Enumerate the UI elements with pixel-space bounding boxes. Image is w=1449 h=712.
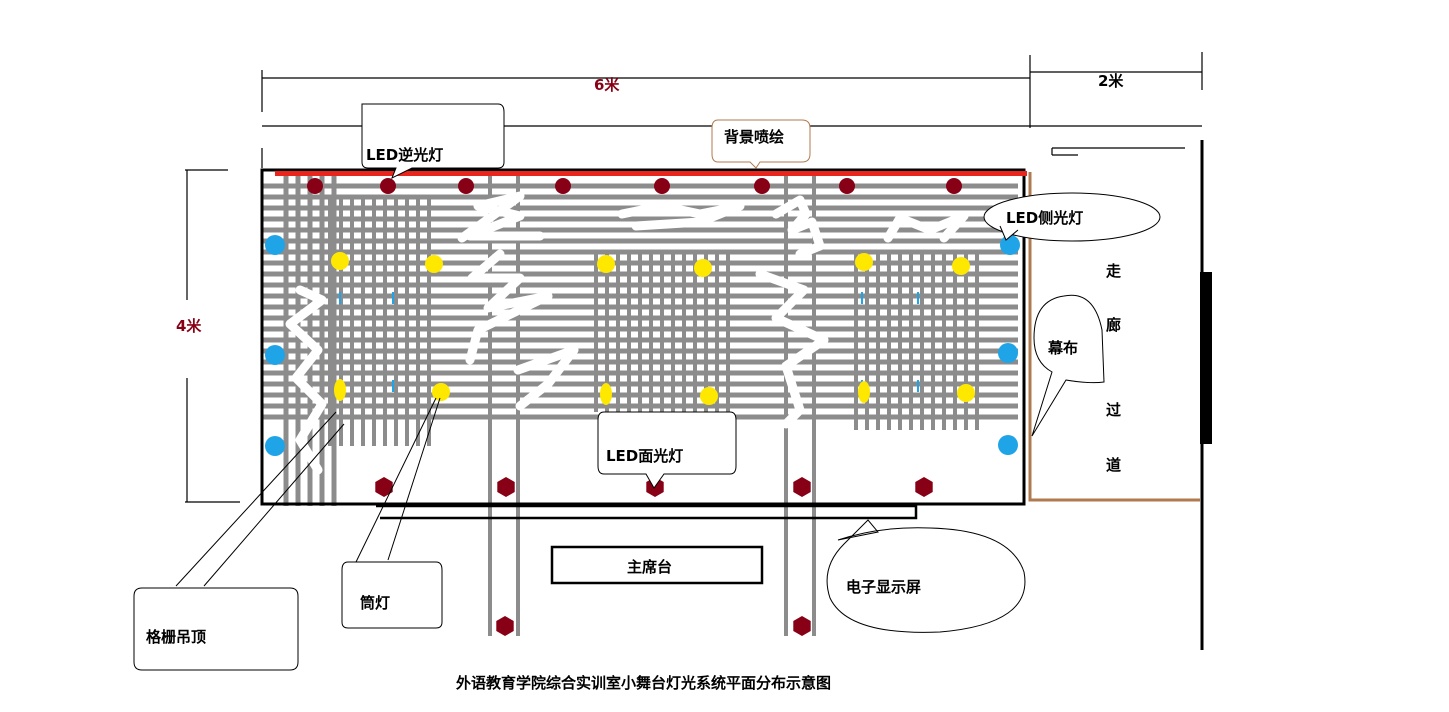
- stage-outline: [260, 168, 1026, 506]
- downlight-dot: [597, 255, 615, 273]
- led-backlight-label: LED逆光灯: [366, 146, 443, 164]
- downlight-dot: [331, 252, 349, 270]
- facelight-dot: [497, 477, 515, 497]
- corridor-char-4: 道: [1106, 456, 1121, 474]
- backlight-dot: [458, 178, 474, 194]
- backlight-dot: [946, 178, 962, 194]
- corridor-wall: [1028, 140, 1212, 650]
- callout-curtain: 幕布: [1031, 294, 1105, 437]
- callout-led-sidelight: LED侧光灯: [983, 192, 1161, 242]
- backlight-dot: [380, 178, 396, 194]
- backlight-row: [307, 178, 962, 194]
- downlight-set: [331, 252, 975, 405]
- callout-electronic-screen: 电子显示屏: [826, 519, 1026, 633]
- downlight-dot: [700, 387, 718, 405]
- sidelight-dot: [1000, 235, 1020, 255]
- sidelight-dot: [265, 436, 285, 456]
- width-dimension-label: 6米: [594, 76, 620, 94]
- white-scribbles: [285, 191, 969, 475]
- downlight-dot: [855, 253, 873, 271]
- callout-led-facelight: LED面光灯: [597, 411, 737, 489]
- backlight-dot: [754, 178, 770, 194]
- facelight-dot: [915, 477, 933, 497]
- led-sidelight-label: LED侧光灯: [1006, 209, 1083, 227]
- background-painting-label: 背景喷绘: [724, 128, 784, 146]
- callout-downlight: 筒灯: [341, 397, 443, 629]
- backlight-dot: [839, 178, 855, 194]
- corridor-char-1: 走: [1106, 262, 1121, 280]
- electronic-screen-label: 电子显示屏: [846, 578, 921, 596]
- downlight-dot: [952, 257, 970, 275]
- corridor-char-3: 过: [1106, 401, 1121, 419]
- callout-background-painting: 背景喷绘: [711, 119, 811, 169]
- callout-led-backlight: LED逆光灯: [361, 103, 505, 180]
- downlight-dot: [425, 255, 443, 273]
- curtain-label: 幕布: [1047, 339, 1078, 357]
- downlight-dot: [334, 379, 346, 401]
- facelight-dot: [375, 477, 393, 497]
- downlight-dot: [858, 381, 870, 403]
- downlight-dot: [957, 384, 975, 402]
- backlight-dot: [307, 178, 323, 194]
- backdrop-bar: [275, 171, 1027, 176]
- facelight-row: [375, 477, 933, 636]
- corridor-char-2: 廊: [1106, 316, 1121, 334]
- diagram-caption: 外语教育学院综合实训室小舞台灯光系统平面分布示意图: [455, 674, 831, 692]
- led-facelight-label: LED面光灯: [606, 447, 683, 465]
- sidelight-dot: [265, 235, 285, 255]
- facelight-dot: [793, 477, 811, 497]
- chairman-table: 主席台: [550, 545, 764, 585]
- sidelight-columns: [265, 235, 1020, 456]
- downlight-label: 筒灯: [360, 594, 390, 612]
- downlight-dot: [432, 383, 450, 401]
- grid-ceiling-label: 格栅吊顶: [146, 628, 206, 646]
- sidelight-dot: [998, 343, 1018, 363]
- backlight-dot: [654, 178, 670, 194]
- corridor-label: 走 廊 过 道: [1106, 262, 1121, 474]
- facelight-dot: [793, 616, 811, 636]
- chairman-table-label: 主席台: [627, 558, 672, 576]
- sidelight-dot: [265, 345, 285, 365]
- grid-ceiling: [262, 174, 1018, 636]
- backlight-dot: [555, 178, 571, 194]
- height-dimension-label: 4米: [176, 317, 202, 335]
- downlight-dot: [600, 383, 612, 405]
- sidelight-dot: [998, 435, 1018, 455]
- extra-width-dimension-label: 2米: [1098, 72, 1124, 90]
- facelight-dot: [496, 616, 514, 636]
- screen-edge: [376, 504, 918, 520]
- downlight-dot: [694, 259, 712, 277]
- callout-grid-ceiling: 格栅吊顶: [133, 411, 345, 671]
